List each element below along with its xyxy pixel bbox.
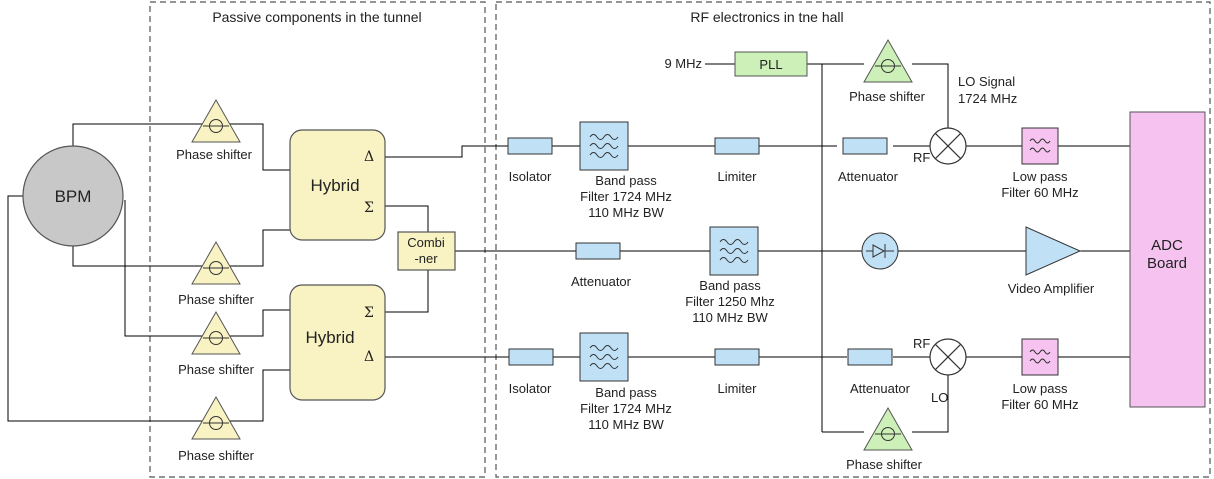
lowpass-bottom-line1: Low pass: [1013, 381, 1068, 396]
mixer-bottom: [929, 338, 967, 376]
hybrid-2-sigma: Σ: [364, 305, 374, 321]
phase-shifter-4: Phase shifter: [178, 396, 255, 463]
hybrid-2-delta: Δ: [364, 349, 374, 365]
phase-shifter-lo-top-label: Phase shifter: [849, 89, 926, 104]
isolator-bottom: Isolator: [508, 348, 554, 396]
bandpass-filter-top: Band pass Filter 1724 MHz 110 MHz BW: [579, 121, 672, 220]
pll-input-label: 9 MHz: [664, 56, 702, 71]
hybrid-1: Hybrid Δ Σ: [289, 129, 386, 241]
phase-shifter-2-label: Phase shifter: [178, 292, 255, 307]
bandpass-bottom-line2: Filter 1724 MHz: [580, 401, 672, 416]
bandpass-bottom-line3: 110 MHz BW: [588, 417, 664, 432]
phase-shifter-3-label: Phase shifter: [178, 362, 255, 377]
phase-shifter-3: Phase shifter: [178, 311, 255, 377]
adc-line2: Board: [1147, 255, 1187, 272]
limiter-bottom-label: Limiter: [717, 381, 757, 396]
hybrid-2: Hybrid Σ Δ: [289, 284, 386, 401]
attenuator-middle: Attenuator: [571, 242, 632, 289]
adc-line1: ADC: [1151, 237, 1183, 254]
phase-shifter-4-label: Phase shifter: [178, 448, 255, 463]
rf-label-top: RF: [913, 150, 930, 165]
pll: PLL: [734, 51, 808, 77]
limiter-top: Limiter: [714, 137, 760, 184]
tunnel-region: [149, 1, 486, 478]
lowpass-bottom-line2: Filter 60 MHz: [1001, 397, 1078, 412]
attenuator-top: Attenuator: [838, 137, 899, 184]
hybrid-1-delta: Δ: [364, 149, 374, 165]
limiter-bottom: Limiter: [714, 348, 760, 396]
bpm-label: BPM: [55, 187, 92, 206]
bandpass-bottom-line1: Band pass: [595, 385, 657, 400]
phase-shifter-lo-bottom-label: Phase shifter: [846, 457, 923, 472]
bandpass-filter-bottom: Band pass Filter 1724 MHz 110 MHz BW: [579, 332, 672, 432]
bpm: BPM: [22, 145, 124, 247]
phase-shifter-2: Phase shifter: [178, 241, 255, 307]
wires: [7, 63, 1130, 433]
attenuator-bottom-label: Attenuator: [850, 381, 911, 396]
phase-shifter-lo-top: Phase shifter: [849, 39, 926, 104]
lo-signal-line2: 1724 MHz: [958, 91, 1017, 106]
phase-shifter-1-label: Phase shifter: [176, 147, 253, 162]
hybrid-1-sigma: Σ: [364, 200, 374, 216]
bandpass-top-line3: 110 MHz BW: [588, 205, 664, 220]
phase-shifter-1: Phase shifter: [176, 99, 253, 162]
hall-title: RF electronics in tne hall: [690, 9, 843, 25]
bandpass-top-line2: Filter 1724 MHz: [580, 189, 672, 204]
combiner-line2: -ner: [414, 251, 438, 266]
limiter-top-label: Limiter: [717, 169, 757, 184]
attenuator-top-label: Attenuator: [838, 169, 899, 184]
isolator-top-label: Isolator: [509, 169, 552, 184]
lowpass-top-line1: Low pass: [1013, 169, 1068, 184]
tunnel-title: Passive components in the tunnel: [212, 9, 421, 25]
lowpass-filter-bottom: Low pass Filter 60 MHz: [1001, 338, 1079, 412]
lowpass-top-line2: Filter 60 MHz: [1001, 185, 1078, 200]
hall-region: [495, 1, 1211, 478]
hybrid-2-label: Hybrid: [305, 328, 354, 347]
diode-detector: [861, 232, 899, 270]
bandpass-mid-line2: Filter 1250 Mhz: [685, 294, 775, 309]
isolator-top: Isolator: [507, 137, 553, 184]
adc-board: ADC Board: [1129, 111, 1206, 408]
bandpass-filter-middle: Band pass Filter 1250 Mhz 110 MHz BW: [685, 226, 775, 325]
bandpass-top-line1: Band pass: [595, 173, 657, 188]
isolator-bottom-label: Isolator: [509, 381, 552, 396]
combiner-line1: Combi: [407, 235, 445, 250]
attenuator-bottom: Attenuator: [847, 348, 911, 396]
lowpass-filter-top: Low pass Filter 60 MHz: [1001, 127, 1079, 200]
phase-shifter-lo-bottom: Phase shifter: [846, 407, 923, 472]
attenuator-middle-label: Attenuator: [571, 274, 632, 289]
lo-signal-line1: LO Signal: [958, 74, 1015, 89]
rf-label-bottom: RF: [913, 336, 930, 351]
video-amplifier: Video Amplifier: [1008, 226, 1095, 296]
pll-label: PLL: [759, 57, 782, 72]
combiner: Combi -ner: [397, 231, 456, 271]
bandpass-mid-line3: 110 MHz BW: [692, 310, 768, 325]
video-amplifier-label: Video Amplifier: [1008, 281, 1095, 296]
bandpass-mid-line1: Band pass: [699, 278, 761, 293]
mixer-top: [929, 127, 967, 165]
hybrid-1-label: Hybrid: [310, 176, 359, 195]
lo-label-bottom: LO: [931, 390, 948, 405]
